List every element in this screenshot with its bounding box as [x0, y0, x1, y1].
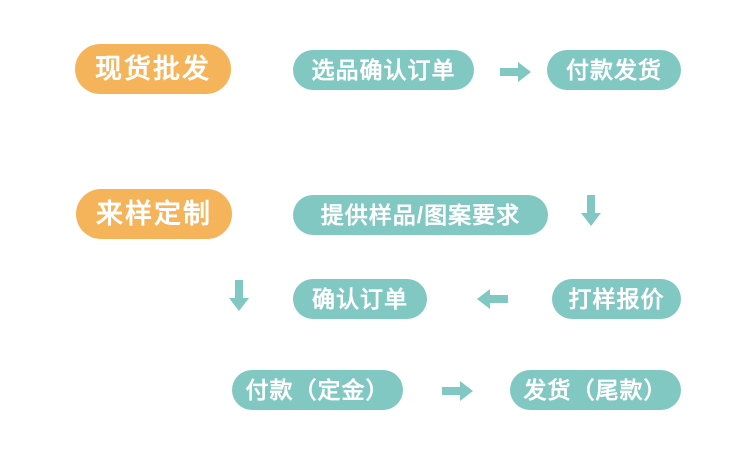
arrow-down-icon [581, 195, 601, 226]
arrow-right-icon [500, 62, 531, 82]
arrow-left-icon [477, 289, 508, 309]
step-pill-select-confirm-order[interactable]: 选品确认订单 [293, 50, 474, 90]
category-pill-sample-customization[interactable]: 来样定制 [76, 189, 232, 239]
arrow-down-icon [229, 280, 249, 311]
step-pill-confirm-order[interactable]: 确认订单 [293, 279, 427, 319]
step-pill-payment-shipment[interactable]: 付款发货 [547, 50, 681, 90]
step-pill-payment-deposit[interactable]: 付款（定金） [232, 370, 403, 410]
step-pill-shipment-balance[interactable]: 发货（尾款） [510, 370, 681, 410]
step-pill-provide-sample-pattern-requirements[interactable]: 提供样品/图案要求 [293, 195, 548, 235]
arrow-right-icon [442, 381, 473, 401]
step-pill-sample-making-quotation[interactable]: 打样报价 [552, 279, 681, 319]
category-pill-in-stock-wholesale[interactable]: 现货批发 [75, 44, 231, 94]
